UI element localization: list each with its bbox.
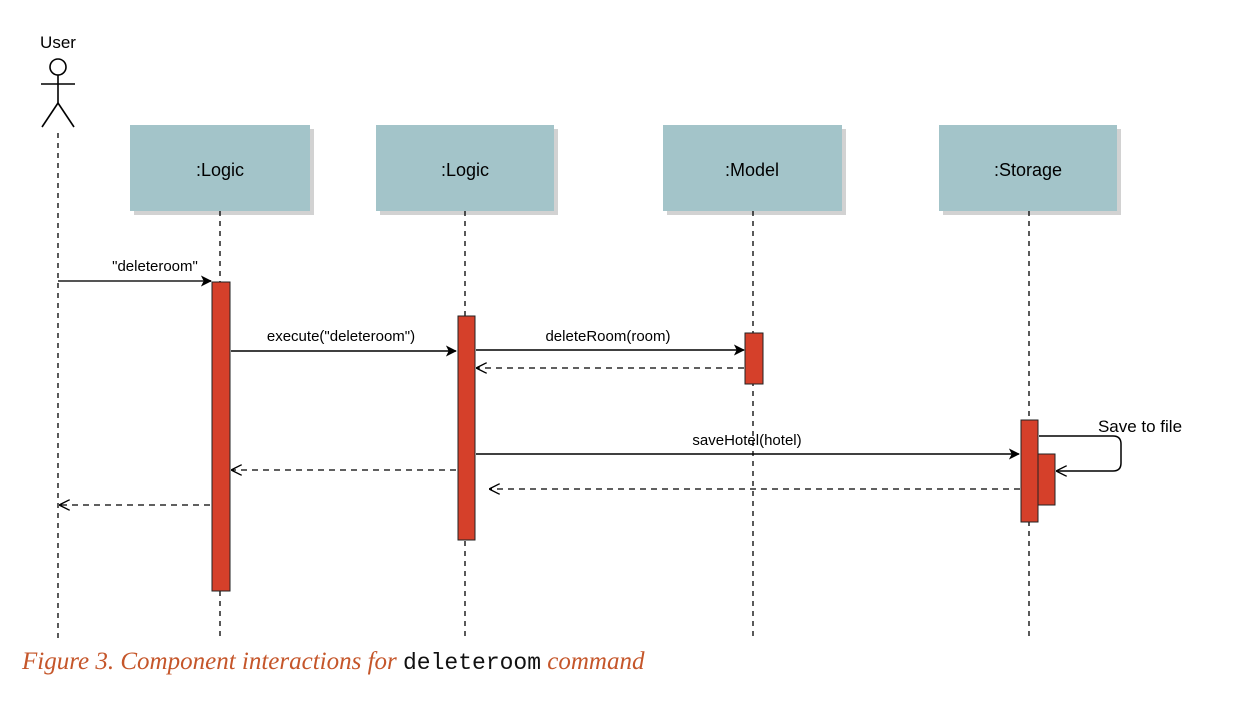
self-call-label: Save to file [1098,417,1182,436]
actor-user: User [40,33,76,128]
participant-label: :Logic [441,160,489,180]
message-label: "deleteroom" [112,258,198,275]
participant-box-storage [939,125,1117,211]
activation-logic-1 [211,281,231,592]
figure-caption: Figure 3. Component interactions for del… [22,648,645,682]
participant-label: :Storage [994,160,1062,180]
participant-box-logic-1 [130,125,310,211]
self-call-arrow [1039,435,1122,471]
activation-logic-2 [457,315,476,541]
message-label: deleteRoom(room) [545,328,670,345]
activation-model [744,332,764,385]
participant-label: :Logic [196,160,244,180]
activation-storage [1020,419,1039,523]
participant-label: :Model [725,160,779,180]
activation-storage-self [1037,453,1056,506]
caption-suffix: command [547,648,645,675]
actor-label: User [40,33,76,52]
caption-code: deleteroom [403,650,542,676]
caption-prefix: Figure 3. Component interactions for [22,648,397,675]
participant-box-logic-2 [376,125,554,211]
message-label: execute("deleteroom") [267,328,415,345]
participant-box-model [663,125,842,211]
message-label: saveHotel(hotel) [692,432,801,449]
stick-figure-icon [41,58,75,128]
